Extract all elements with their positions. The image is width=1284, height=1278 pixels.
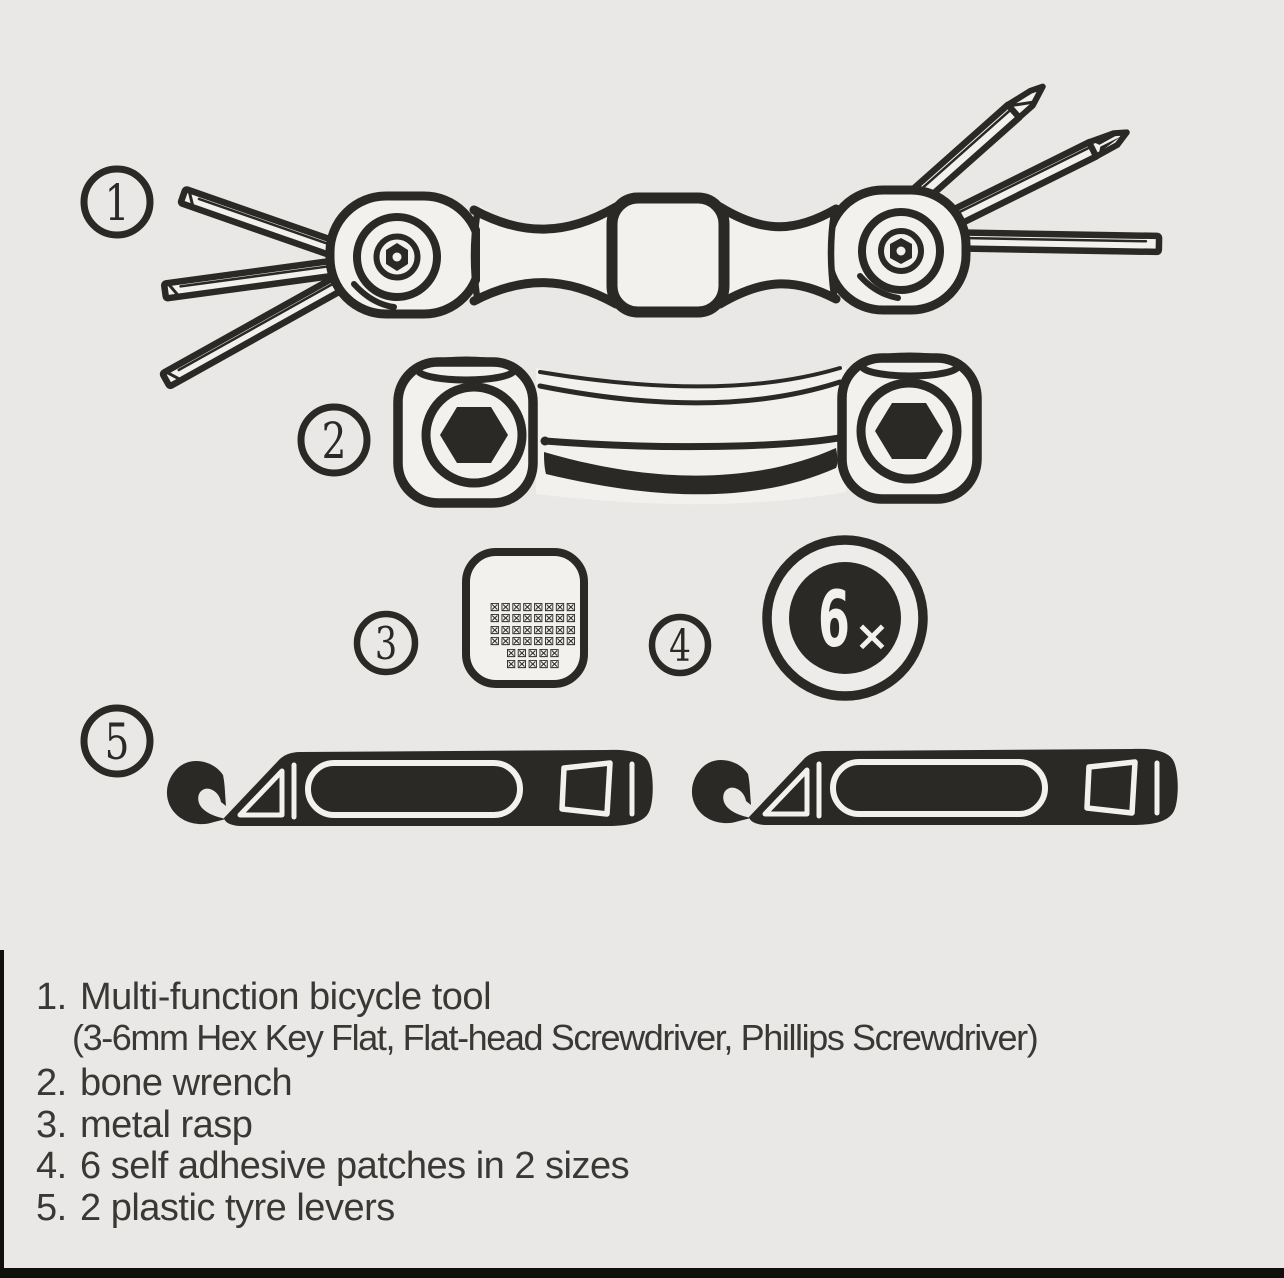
legend-item-text: 6 self adhesive patches in 2 sizes [80,1145,630,1187]
kit-illustration: 6 × [80,83,1178,826]
left-trim-bar [0,950,4,1278]
metal-rasp-illustration [462,548,588,688]
legend-item-text: 2 plastic tyre levers [80,1187,395,1229]
patch-count: 6 [818,575,850,665]
legend-item-2: 2. bone wrench [36,1062,293,1105]
marker-1: 1 [80,165,154,239]
rasp-dot-row: ⊠⊠⊠⊠⊠ [505,656,561,672]
marker-5-label: 5 [105,712,130,771]
rasp-dot-row: ⊠⊠⊠⊠⊠⊠⊠⊠ [489,633,577,649]
legend-item-text: Multi-function bicycle tool [80,976,492,1018]
lever-notch [559,760,613,817]
rasp-dot-row: ⊠⊠⊠⊠⊠⊠⊠⊠ [489,599,577,614]
lever-triangle-cutout [762,767,810,817]
legend-item-number: 4. [36,1145,67,1187]
multi-function-tool-illustration [159,83,1163,390]
legend-item-number: 3. [36,1104,67,1146]
legend-item-1-sub: (3-6mm Hex Key Flat, Flat-head Screwdriv… [72,1017,1039,1058]
legend-item-text: metal rasp [80,1104,253,1146]
marker-1-label: 1 [105,173,130,232]
rasp-dot-row: ⊠⊠⊠⊠⊠⊠⊠⊠ [489,610,577,626]
tyre-lever-1 [166,749,653,826]
rasp-dot-row: ⊠⊠⊠⊠⊠ [505,644,561,660]
marker-2: 2 [297,403,371,477]
lever-slot [305,760,523,818]
bottom-trim-bar [0,1268,1284,1278]
marker-5: 5 [80,704,154,778]
legend-item-number: 1. [36,976,67,1018]
marker-2-label: 2 [322,411,347,470]
legend-item-number: 2. [36,1062,67,1104]
bone-wrench-illustration [393,352,982,508]
marker-4-label: 4 [669,621,691,672]
hex-socket-left [440,407,508,463]
legend-item-1: 1. Multi-function bicycle tool [36,976,492,1019]
patch-multiplier: × [854,611,889,660]
lever-notch [1084,759,1138,816]
bolt-head-left [351,213,441,310]
legend-item-number: 5. [36,1187,67,1229]
patch-badge: 6 × [762,535,928,701]
rasp-dot-row: ⊠⊠⊠⊠⊠⊠⊠⊠ [489,621,577,637]
legend-item-5: 5. 2 plastic tyre levers [36,1187,395,1230]
legend-item-3: 3. metal rasp [36,1104,253,1147]
hex-socket-right [875,403,943,459]
bolt-head-right [857,208,944,301]
lever-slot [830,759,1048,817]
tyre-lever-2 [691,748,1178,825]
legend-item-4: 4. 6 self adhesive patches in 2 sizes [36,1145,630,1188]
lever-triangle-cutout [237,768,285,818]
marker-4: 4 [648,613,712,677]
wrench-shadow-band [544,448,838,495]
rasp-dot-grid: ⊠⊠⊠⊠⊠⊠⊠⊠ ⊠⊠⊠⊠⊠⊠⊠⊠ ⊠⊠⊠⊠⊠⊠⊠⊠ ⊠⊠⊠⊠⊠⊠⊠⊠ ⊠⊠⊠⊠… [482,599,584,672]
legend-item-text: bone wrench [80,1062,293,1104]
lever-body [749,748,1178,825]
marker-3-label: 3 [375,618,397,670]
lever-hook [691,760,751,824]
lever-body [224,749,653,826]
marker-3: 3 [353,610,419,676]
item-markers: 1 2 3 4 5 [80,165,712,778]
lever-hook [166,761,226,825]
